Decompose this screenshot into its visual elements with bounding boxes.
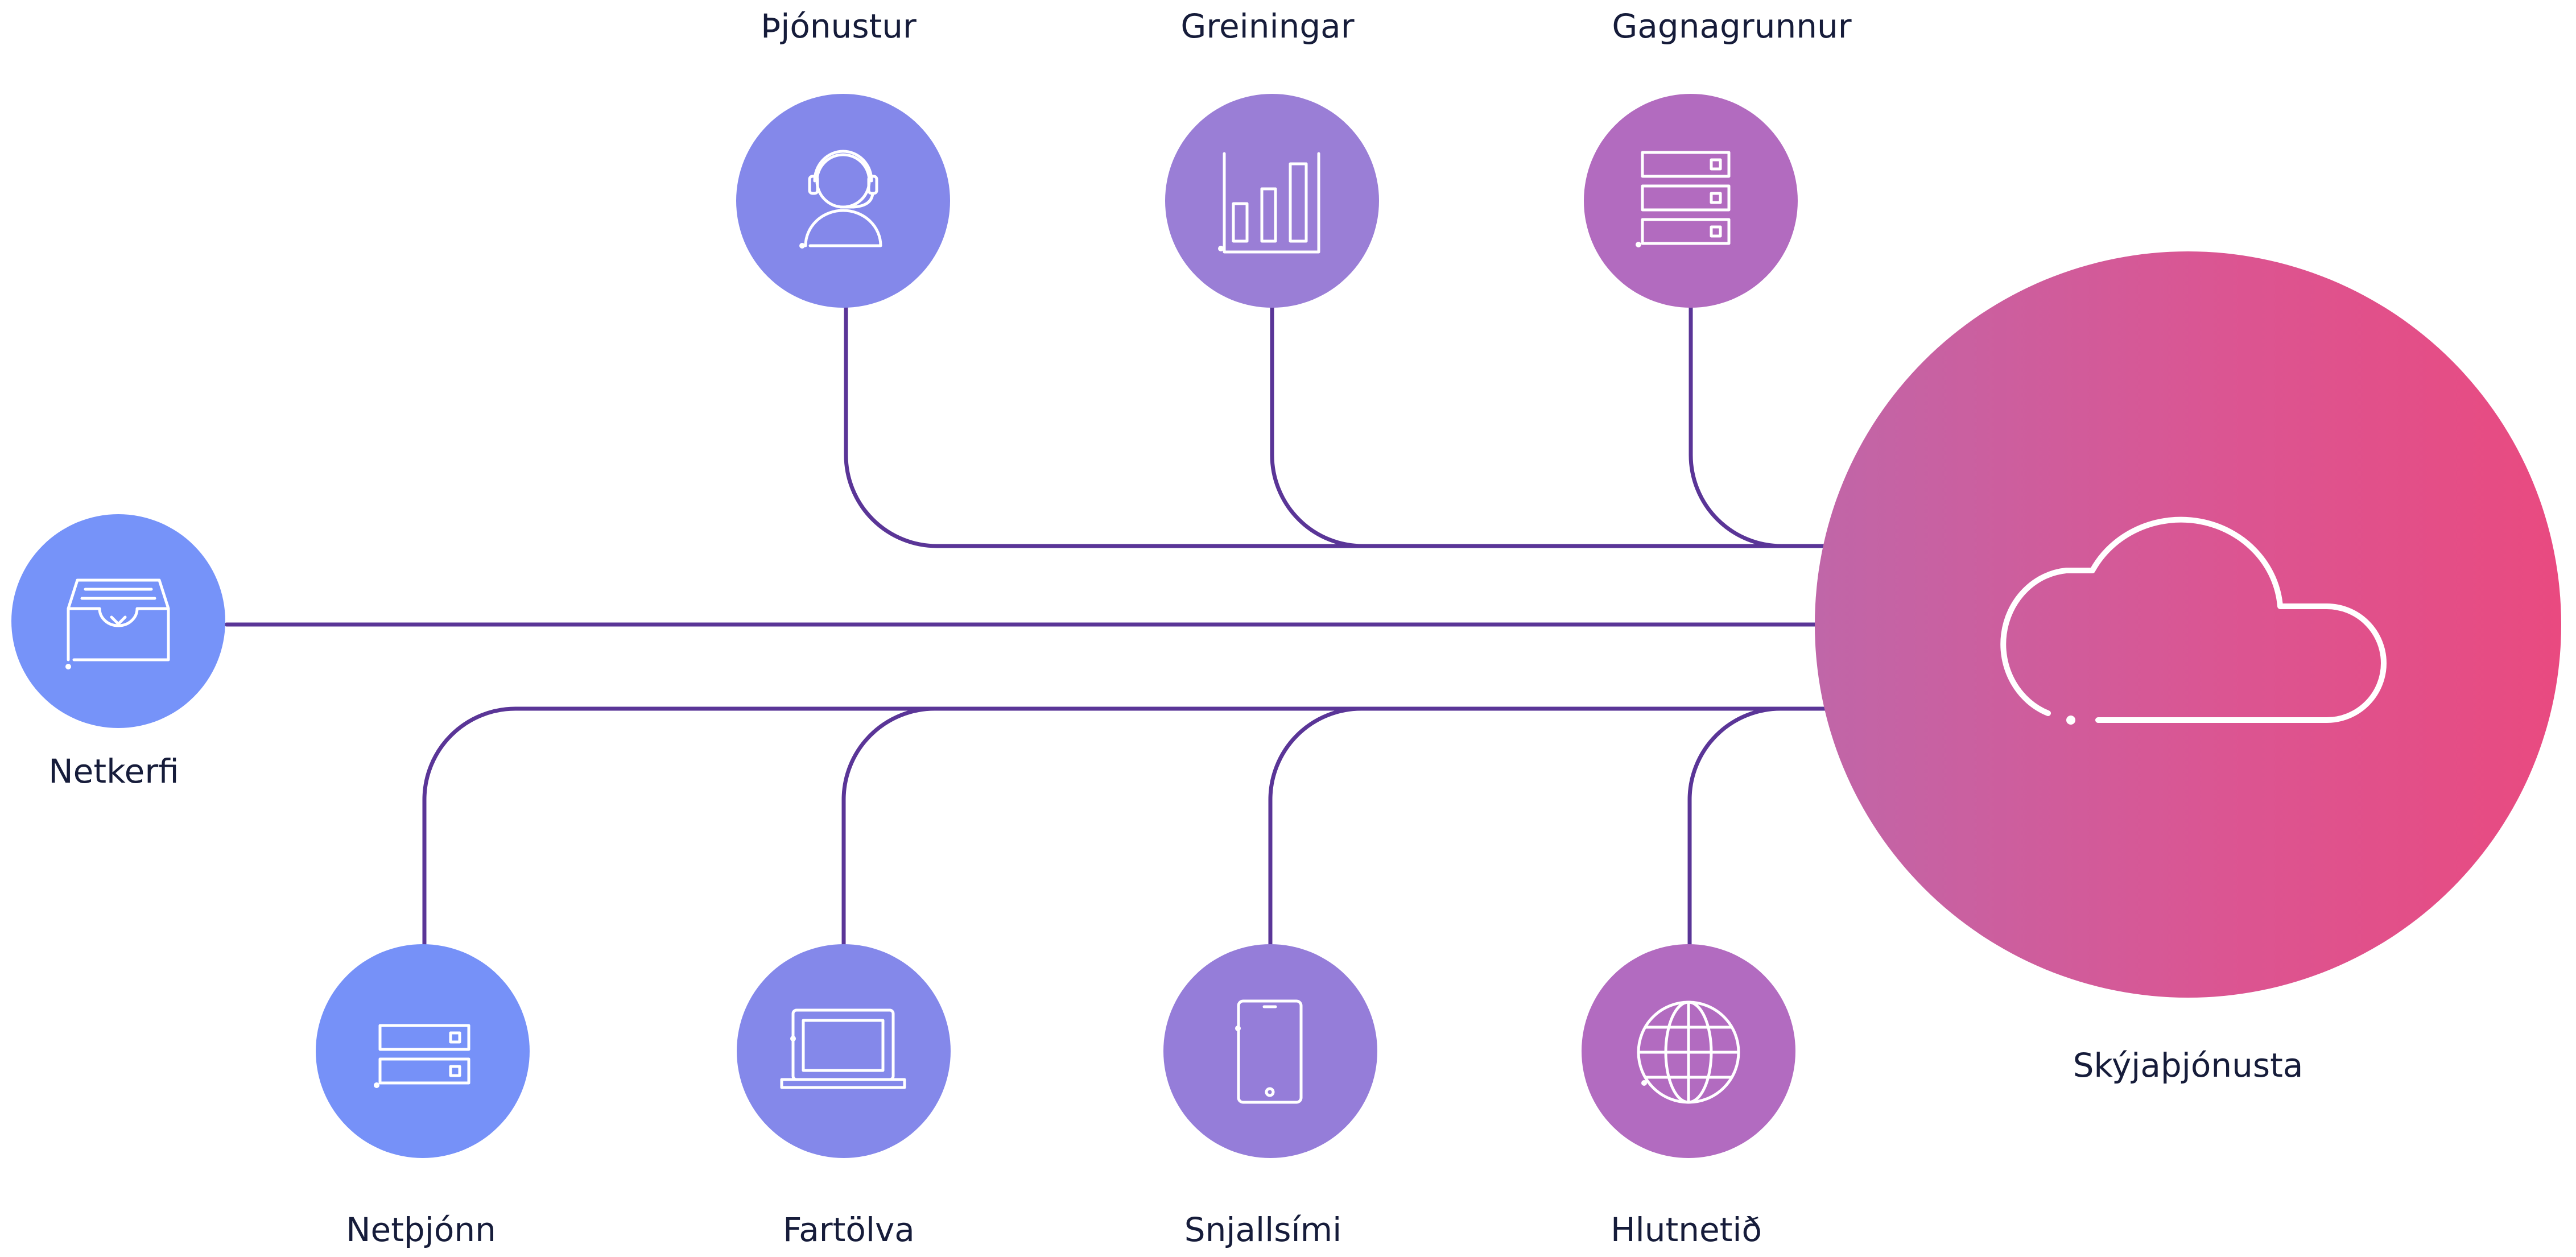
inbox-tray-icon xyxy=(65,578,170,669)
hlutnetid-label: Hlutnetið xyxy=(1611,1210,1762,1249)
tablet-phone-icon xyxy=(1235,999,1303,1104)
fartolva-label: Fartölva xyxy=(783,1210,915,1249)
gagnagrunnur-circle xyxy=(1584,94,1798,308)
greiningar-circle xyxy=(1165,94,1379,308)
node-fartolva: Fartölva xyxy=(737,944,951,1249)
snjallsimi-label: Snjallsími xyxy=(1184,1210,1341,1249)
support-agent-icon xyxy=(799,150,882,249)
database-icon xyxy=(1636,151,1731,247)
node-netkerfi: Netkerfi xyxy=(11,514,225,791)
netkerfi-label: Netkerfi xyxy=(48,752,179,791)
node-netthjonn: Netþjónn xyxy=(316,944,530,1249)
fartolva-circle xyxy=(737,944,951,1158)
laptop-icon xyxy=(780,1008,906,1089)
node-hlutnetid: Hlutnetið xyxy=(1582,944,1795,1249)
gagnagrunnur-label: Gagnagrunnur xyxy=(1612,7,1851,46)
node-thjonustur: Þjónustur xyxy=(736,7,950,308)
connector-gagnagrunnur xyxy=(1689,305,1784,548)
greiningar-label: Greiningar xyxy=(1180,7,1354,46)
globe-icon xyxy=(1637,1000,1740,1104)
node-greiningar: Greiningar xyxy=(1165,7,1379,308)
thjonustur-circle xyxy=(736,94,950,308)
connector-netthjonn xyxy=(422,706,1828,946)
analytics-chart-icon xyxy=(1218,152,1320,254)
node-snjallsimi: Snjallsími xyxy=(1163,944,1377,1249)
netthjonn-label: Netþjónn xyxy=(346,1210,496,1249)
snjallsimi-circle xyxy=(1163,944,1377,1158)
node-skyjathjonusta: Skýjaþjónusta xyxy=(1815,251,2561,1085)
skyjathjonusta-circle xyxy=(1815,251,2561,998)
netthjonn-circle xyxy=(316,944,530,1158)
connector-snjallsimi xyxy=(1268,706,1364,946)
connector-greiningar xyxy=(1270,305,1365,548)
connector-hlutnetid xyxy=(1687,706,1783,946)
node-gagnagrunnur: Gagnagrunnur xyxy=(1584,7,1852,308)
connector-lines xyxy=(224,305,1828,946)
connector-thjonustur xyxy=(844,305,1828,548)
connector-fartolva xyxy=(841,706,937,946)
thjonustur-label: Þjónustur xyxy=(761,7,917,46)
skyjathjonusta-label: Skýjaþjónusta xyxy=(2073,1046,2303,1085)
server-icon xyxy=(374,1024,470,1088)
cloud-icon xyxy=(2000,516,2387,725)
netkerfi-circle xyxy=(11,514,225,728)
